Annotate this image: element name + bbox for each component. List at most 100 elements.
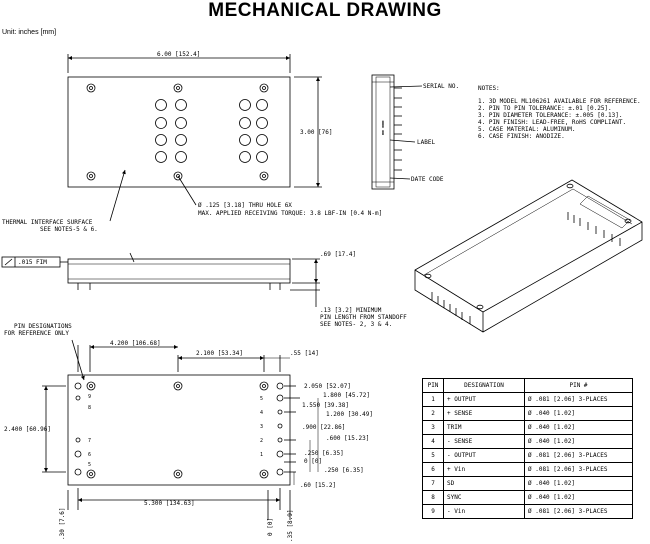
dim-30: .30 [7.6] bbox=[59, 507, 66, 540]
dim-35: .35 [8.9] bbox=[287, 509, 294, 542]
note-2: 2. PIN TO PIN TOLERANCE: ±.01 [0.25]. bbox=[478, 105, 612, 112]
unit-label: Unit: inches [mm] bbox=[2, 29, 57, 36]
note-5: 5. CASE MATERIAL: ALUMINUM. bbox=[478, 126, 576, 133]
pin-number: 2 bbox=[422, 406, 444, 421]
thermal-note-1: THERMAL INTERFACE SURFACE bbox=[2, 219, 93, 226]
dim-2050: 2.050 [52.07] bbox=[304, 383, 351, 390]
pin-designation: + OUTPUT bbox=[443, 392, 525, 407]
note-4: 4. PIN FINISH: LEAD-FREE, RoHS COMPLIANT… bbox=[478, 119, 626, 126]
pin-length-3: SEE NOTES- 2, 3 & 4. bbox=[320, 321, 392, 328]
right-pin-2: 2 bbox=[260, 438, 263, 444]
pin-designation: + SENSE bbox=[443, 406, 525, 421]
dim-1200: 1.200 [30.49] bbox=[326, 411, 373, 418]
pin-number: 5 bbox=[422, 448, 444, 463]
note-6: 6. CASE FINISH: ANODIZE. bbox=[478, 133, 565, 140]
pin-designation: + Vin bbox=[443, 462, 525, 477]
dim-5300: 5.300 [134.63] bbox=[144, 500, 195, 507]
pin-number: 9 bbox=[422, 504, 444, 519]
dim-60: .60 [15.2] bbox=[300, 482, 336, 489]
dim-600: .600 [15.23] bbox=[326, 435, 369, 442]
pin-designation: - SENSE bbox=[443, 434, 525, 449]
dim-250a: .250 [6.35] bbox=[304, 450, 344, 457]
pin-table-header: PIN DESIGNATION PIN # bbox=[422, 378, 633, 393]
pin-number: 7 bbox=[422, 476, 444, 491]
left-pin-6: 6 bbox=[88, 452, 91, 458]
pin-size: Ø .081 [2.06] 3-PLACES bbox=[524, 392, 633, 407]
pin-designation: - Vin bbox=[443, 504, 525, 519]
pin-designations-2: FOR REFERENCE ONLY bbox=[4, 330, 69, 337]
front-view bbox=[1, 252, 320, 307]
right-pin-5: 5 bbox=[260, 396, 263, 402]
dim-1550: 1.550 [39.38] bbox=[302, 402, 349, 409]
left-pin-7: 7 bbox=[88, 438, 91, 444]
dim-0b: 0 [0] bbox=[267, 518, 274, 536]
notes-header: NOTES: bbox=[478, 85, 500, 92]
dim-1800: 1.800 [45.72] bbox=[323, 392, 370, 399]
dim-250b: .250 [6.35] bbox=[324, 467, 364, 474]
iso-outline bbox=[414, 179, 643, 333]
top-height-dim: 3.00 [76] bbox=[300, 129, 333, 136]
header-designation: DESIGNATION bbox=[443, 378, 525, 393]
serial-label: SERIAL NO. bbox=[423, 83, 459, 90]
pin-number: 1 bbox=[422, 392, 444, 407]
note-1: 1. 3D MODEL ML106261 AVAILABLE FOR REFER… bbox=[478, 98, 641, 105]
dim-4200: 4.200 [106.68] bbox=[110, 340, 161, 347]
side-view-outline bbox=[371, 74, 395, 190]
dim-55: .55 [14] bbox=[290, 350, 319, 357]
pin-size: Ø .081 [2.06] 3-PLACES bbox=[524, 448, 633, 463]
pin-size: Ø .040 [1.02] bbox=[524, 420, 633, 435]
bottom-pins-left bbox=[74, 382, 82, 476]
side-pins bbox=[394, 87, 402, 171]
pin-length-2: PIN LENGTH FROM STANDOFF bbox=[320, 314, 407, 321]
thermal-note-2: SEE NOTES-5 & 6. bbox=[40, 226, 98, 233]
bottom-view bbox=[42, 339, 319, 520]
top-view bbox=[67, 54, 322, 222]
pin-size: Ø .040 [1.02] bbox=[524, 476, 633, 491]
pin-number: 8 bbox=[422, 490, 444, 505]
right-pin-4: 4 bbox=[260, 410, 263, 416]
side-view bbox=[371, 74, 423, 190]
pin-designations-1: PIN DESIGNATIONS bbox=[14, 323, 72, 330]
side-label-text: ▬▬ ▬▬▬ bbox=[380, 120, 385, 135]
pin-circles-right bbox=[239, 99, 268, 163]
header-pin: PIN bbox=[422, 378, 444, 393]
dim-2400: 2.400 [60.96] bbox=[4, 426, 51, 433]
bottom-holes bbox=[86, 381, 269, 479]
page-title: MECHANICAL DRAWING bbox=[208, 0, 442, 21]
front-view-outline bbox=[67, 258, 291, 284]
front-pins bbox=[77, 283, 281, 290]
iso-pins-back bbox=[567, 212, 621, 246]
iso-pins-front bbox=[431, 292, 471, 324]
mounting-holes bbox=[86, 83, 269, 181]
right-pin-3: 3 bbox=[260, 424, 263, 430]
pin-number: 3 bbox=[422, 420, 444, 435]
dim-0a: 0 [0] bbox=[304, 458, 322, 465]
pin-size: Ø .040 [1.02] bbox=[524, 490, 633, 505]
header-pin-size: PIN # bbox=[524, 378, 633, 393]
pin-designation: - OUTPUT bbox=[443, 448, 525, 463]
flatness-value: .015 FIM bbox=[18, 259, 47, 266]
note-3: 3. PIN DIAMETER TOLERANCE: ±.005 [0.13]. bbox=[478, 112, 623, 119]
left-pin-8: 8 bbox=[88, 405, 91, 411]
date-code-label: DATE CODE bbox=[411, 176, 444, 183]
pin-size: Ø .040 [1.02] bbox=[524, 406, 633, 421]
pin-size: Ø .081 [2.06] 3-PLACES bbox=[524, 504, 633, 519]
hole-note-1: Ø .125 [3.18] THRU HOLE 6X bbox=[198, 202, 292, 209]
pin-length-1: .13 [3.2] MINIMUM bbox=[320, 307, 382, 314]
front-height-dim: .69 [17.4] bbox=[320, 251, 356, 258]
pin-designation: SD bbox=[443, 476, 525, 491]
pin-circles-left bbox=[155, 99, 187, 163]
left-pin-9: 9 bbox=[88, 394, 91, 400]
hole-note-2: MAX. APPLIED RECEIVING TORQUE: 3.8 LBF-I… bbox=[198, 210, 382, 217]
